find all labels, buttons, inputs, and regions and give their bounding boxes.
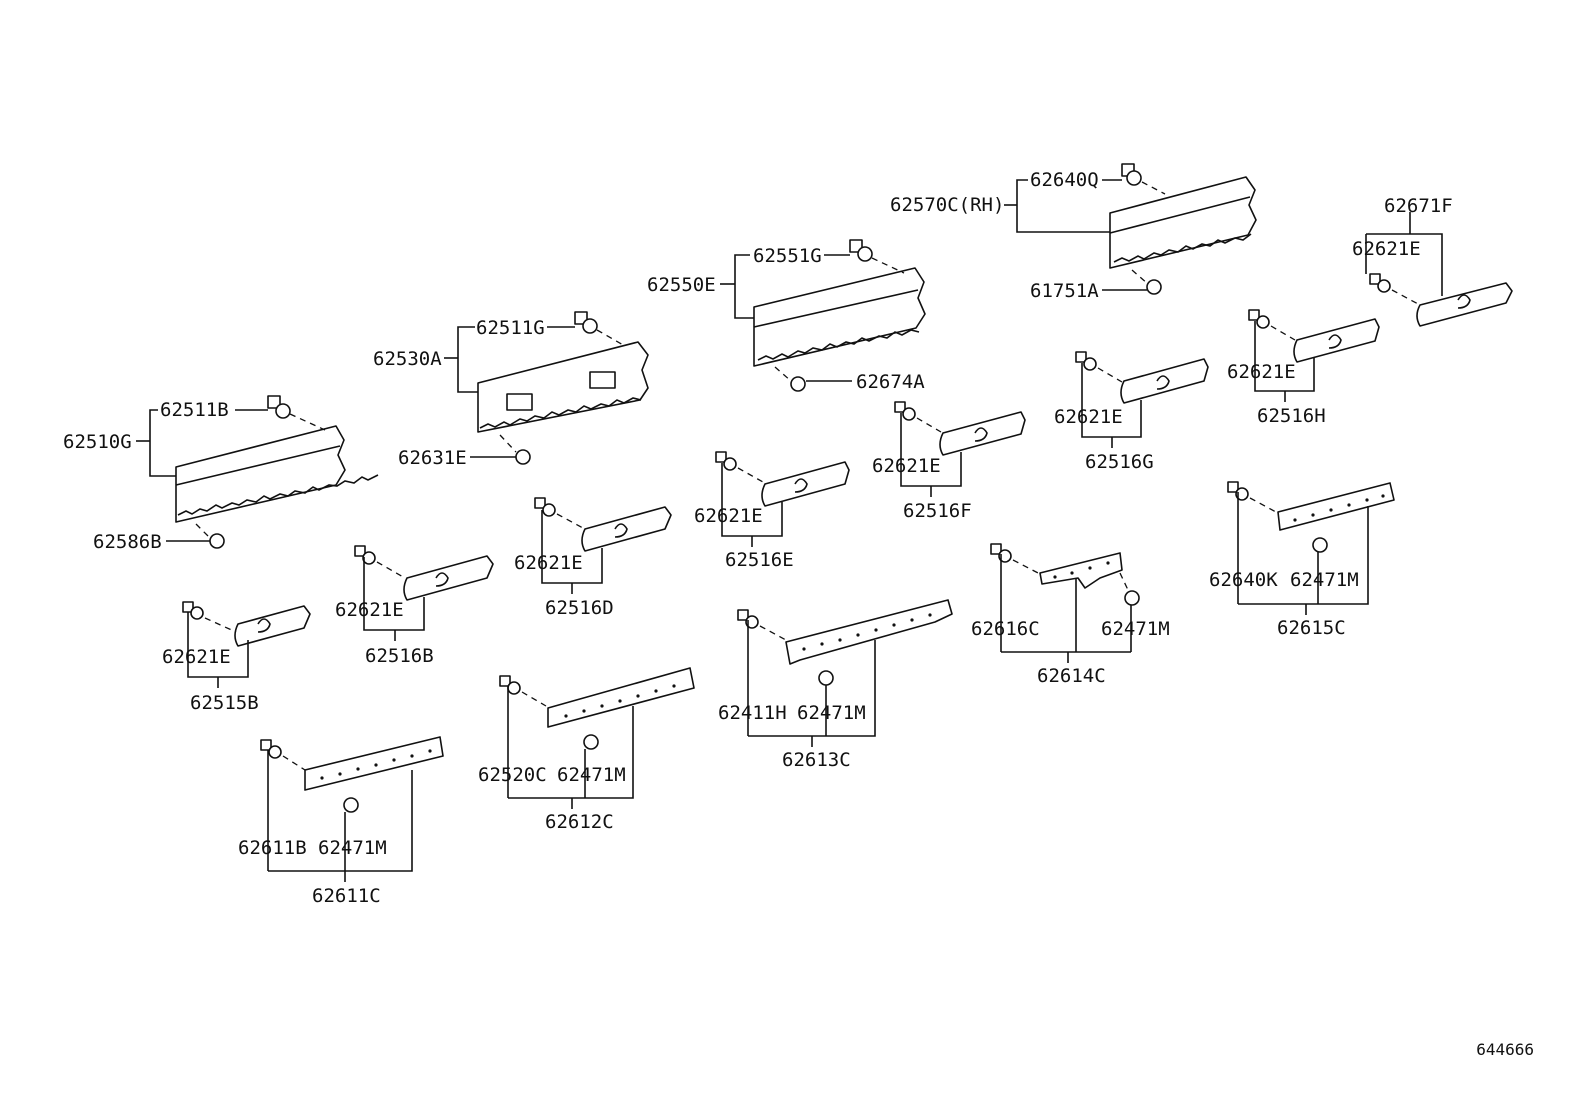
label-62471M-611: 62471M (318, 837, 387, 859)
clip-62621E-516H (1248, 309, 1270, 329)
strip-62613C (785, 599, 953, 665)
pin-62471M-614 (1124, 590, 1140, 606)
clip-62511G (574, 311, 598, 334)
bracket-62516F (939, 411, 1026, 456)
strip-62612C (547, 667, 695, 728)
bracket-62516E (761, 461, 850, 507)
label-62615C: 62615C (1277, 617, 1346, 639)
label-62640K: 62640K (1209, 569, 1278, 591)
label-62614C: 62614C (1037, 665, 1106, 687)
label-62612C: 62612C (545, 811, 614, 833)
clip-62640Q (1121, 163, 1142, 186)
clip-62411H (737, 609, 759, 629)
label-62516H: 62516H (1257, 405, 1326, 427)
label-62674A: 62674A (856, 371, 925, 393)
label-62671F: 62671F (1384, 195, 1453, 217)
clip-62611B (260, 739, 282, 759)
label-62551G: 62551G (753, 245, 822, 267)
label-62471M-614: 62471M (1101, 618, 1170, 640)
label-62516D: 62516D (545, 597, 614, 619)
label-62516B: 62516B (365, 645, 434, 667)
label-62640Q: 62640Q (1030, 169, 1099, 191)
pin-62471M-613 (818, 670, 834, 686)
pin-62471M-611 (343, 797, 359, 813)
label-62631E: 62631E (398, 447, 467, 469)
label-62516E: 62516E (725, 549, 794, 571)
clip-62640K (1227, 481, 1249, 501)
clip-62621E-515B (182, 601, 204, 620)
panel-62530A (477, 341, 649, 433)
label-62471M-613: 62471M (797, 702, 866, 724)
bracket-62516H (1293, 318, 1380, 363)
clip-62621E-516G (1075, 351, 1097, 371)
label-62520C: 62520C (478, 764, 547, 786)
label-61751A: 61751A (1030, 280, 1099, 302)
label-62621E-516F: 62621E (872, 455, 941, 477)
label-62516F: 62516F (903, 500, 972, 522)
label-62586B: 62586B (93, 531, 162, 553)
bracket-62516G (1120, 358, 1209, 404)
label-62516G: 62516G (1085, 451, 1154, 473)
label-62621E-516E: 62621E (694, 505, 763, 527)
clip-62511B (267, 395, 291, 419)
label-62621E-516G: 62621E (1054, 406, 1123, 428)
label-62510G: 62510G (63, 431, 132, 453)
label-62511B: 62511B (160, 399, 229, 421)
bracket-62516B (403, 555, 494, 601)
clip-62621E-516D (534, 497, 556, 517)
pin-61751A (1146, 279, 1162, 295)
pin-62471M-615 (1312, 537, 1328, 553)
label-62411H: 62411H (718, 702, 787, 724)
pin-62471M-612 (583, 734, 599, 750)
label-62613C: 62613C (782, 749, 851, 771)
strip-62614C (1039, 552, 1123, 589)
label-62616C: 62616C (971, 618, 1040, 640)
reference-number: 644666 (1476, 1040, 1534, 1059)
pin-62674A (790, 376, 806, 392)
strip-62615C (1277, 482, 1395, 531)
label-62611C: 62611C (312, 885, 381, 907)
label-62621E-516H: 62621E (1227, 361, 1296, 383)
label-62550E: 62550E (647, 274, 716, 296)
panel-62510G (175, 425, 379, 523)
panel-62550E (753, 267, 926, 367)
label-62511G: 62511G (476, 317, 545, 339)
bracket-62671F (1416, 282, 1513, 327)
clip-62621E-top (1369, 273, 1391, 293)
clip-62551G (849, 239, 873, 262)
clip-62621E-516B (354, 545, 376, 565)
clip-62520C (499, 675, 521, 695)
bracket-62515B (234, 605, 311, 647)
label-62570C: 62570C(RH) (890, 194, 1004, 216)
strip-62611C (304, 736, 444, 791)
pin-62586B (209, 533, 225, 549)
label-62471M-615: 62471M (1290, 569, 1359, 591)
label-62621E-516D: 62621E (514, 552, 583, 574)
clip-62616C (990, 543, 1012, 563)
label-62621E-top: 62621E (1352, 238, 1421, 260)
clip-62621E-516F (894, 401, 916, 421)
pin-62631E (515, 449, 531, 465)
label-62515B: 62515B (190, 692, 259, 714)
clip-62621E-516E (715, 451, 737, 471)
label-62611B: 62611B (238, 837, 307, 859)
bracket-62516D (581, 506, 672, 552)
label-62471M-612: 62471M (557, 764, 626, 786)
label-62621E-516B: 62621E (335, 599, 404, 621)
label-62621E-515B: 62621E (162, 646, 231, 668)
label-62530A: 62530A (373, 348, 442, 370)
panel-62570C (1109, 176, 1257, 269)
